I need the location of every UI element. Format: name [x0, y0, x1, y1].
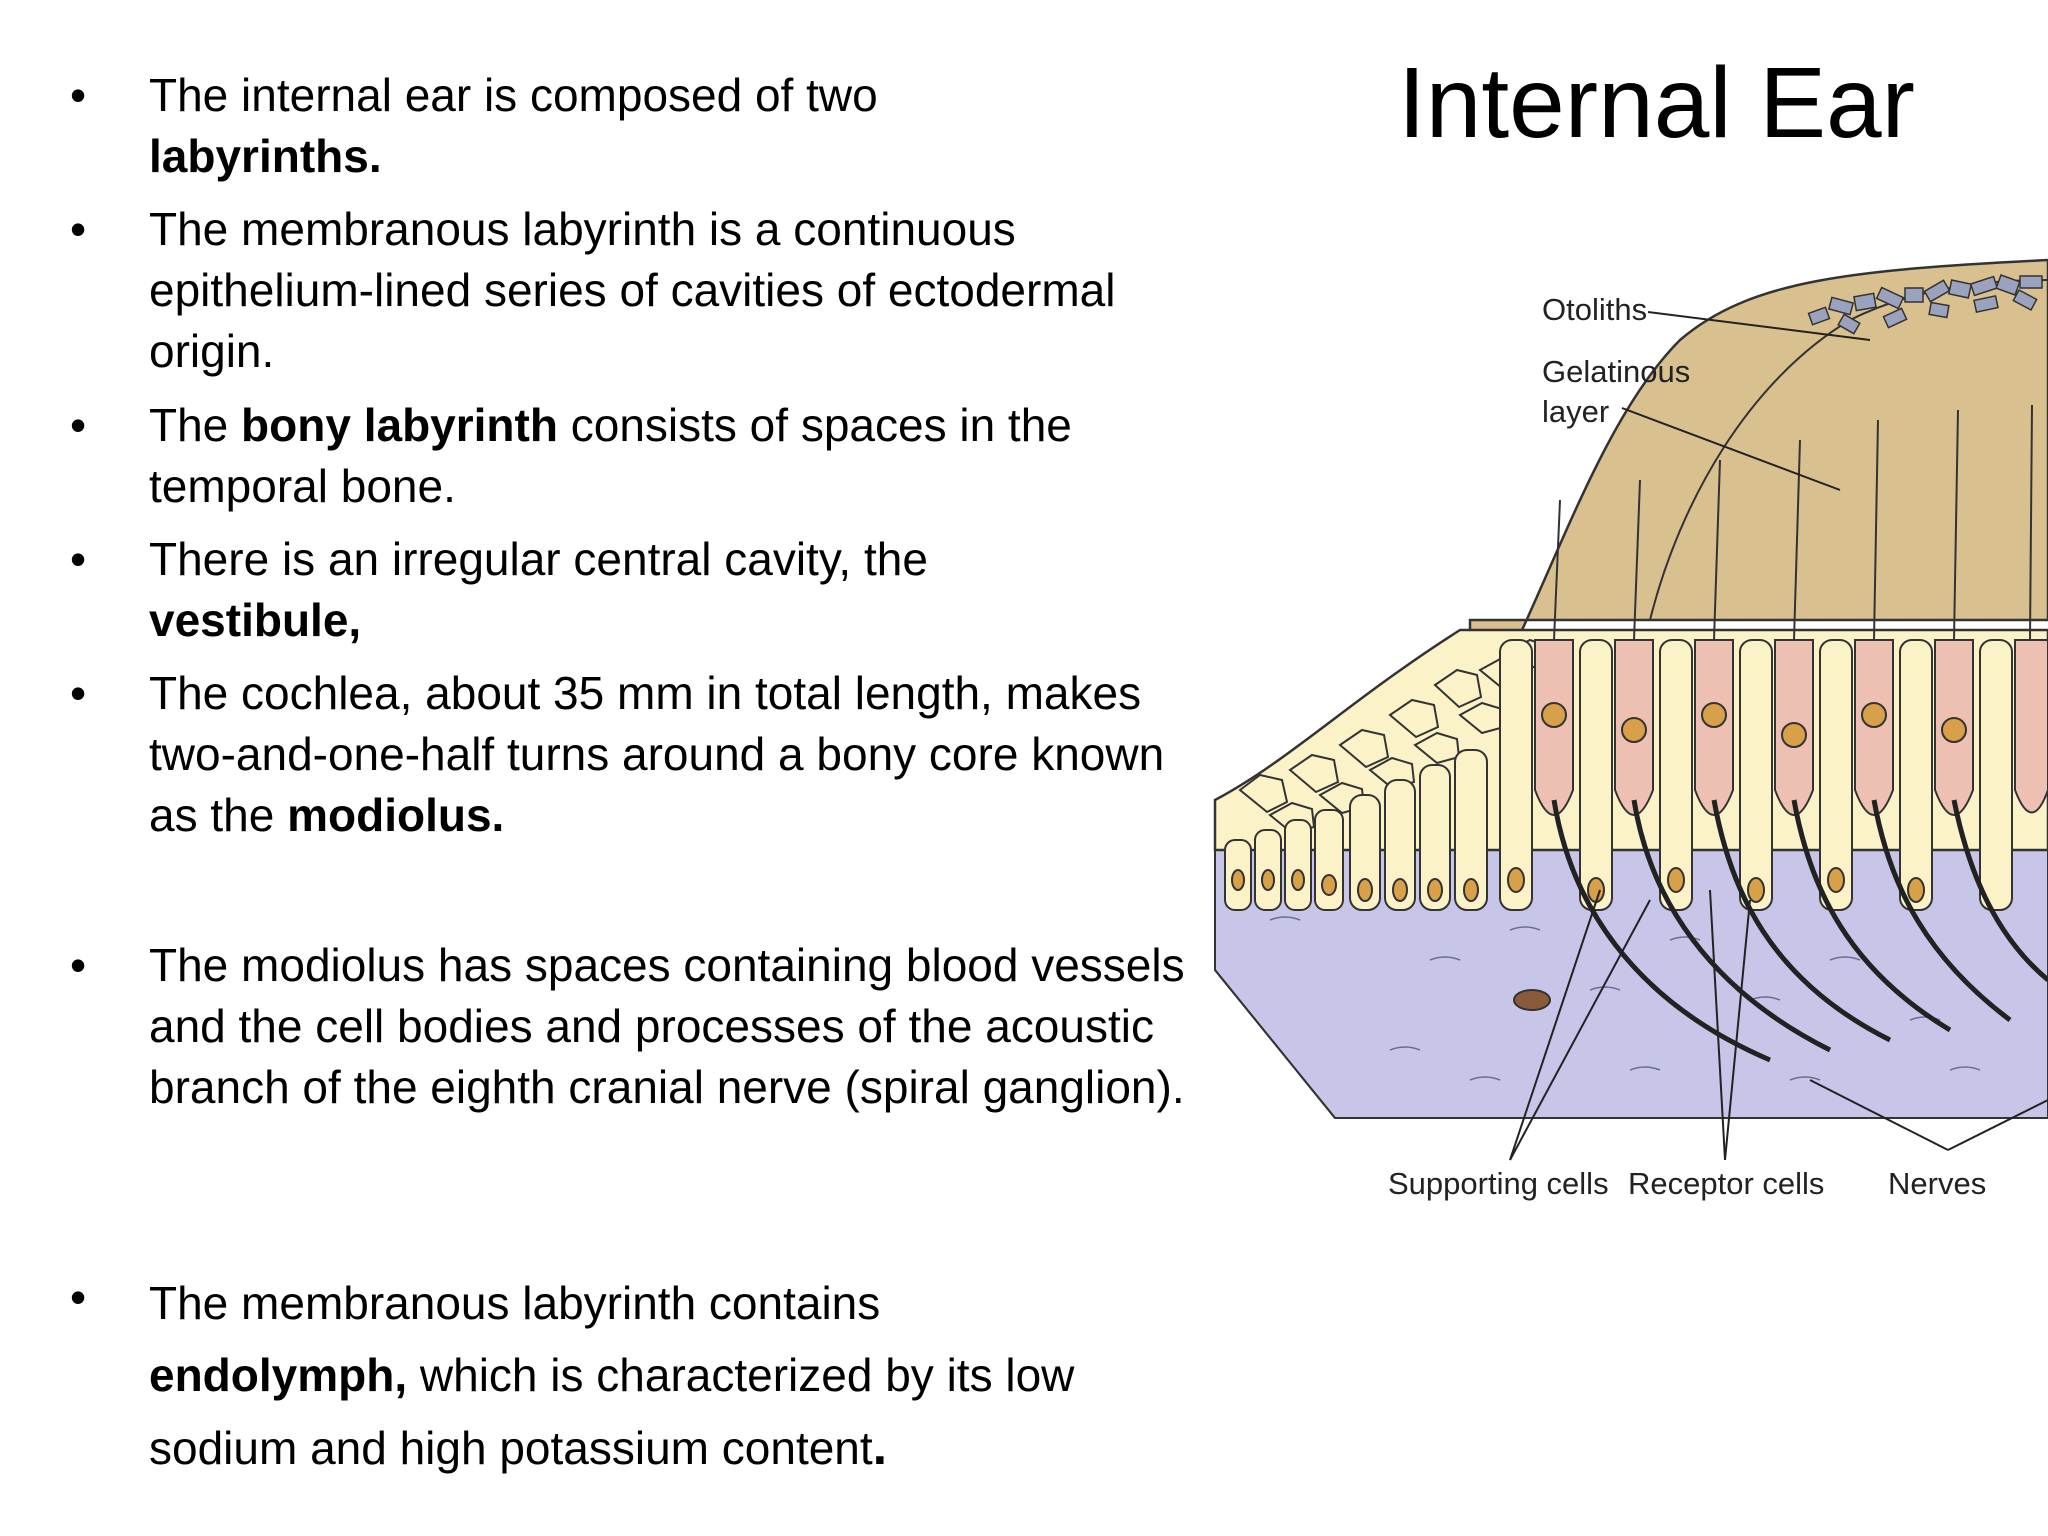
blood-vessel	[1513, 989, 1551, 1011]
label-receptor-cells: Receptor cells	[1628, 1166, 1824, 1201]
bullet-text: The membranous labyrinth is a continuous…	[149, 203, 1116, 377]
slide-title: Internal Ear	[1398, 47, 1915, 159]
bullet-text: The membranous labyrinth contains endoly…	[149, 1277, 1075, 1476]
bullet-list: • The internal ear is composed of two la…	[70, 69, 1185, 1476]
connective-tissue-texture	[1269, 896, 1981, 1081]
stereocilia	[1553, 404, 2033, 641]
sensory-epithelium-diagram: Otoliths Gelatinous layer Supporting cel…	[1210, 200, 2048, 1536]
bullet-text: There is an irregular central cavity, th…	[149, 533, 928, 646]
bullet-text: The internal ear is composed of two laby…	[149, 69, 878, 182]
bullet-text: The bony labyrinth consists of spaces in…	[149, 399, 1072, 512]
connective-tissue-edge	[1214, 840, 1336, 1119]
leader-lines	[1509, 311, 2048, 1161]
nerve-fibers	[1551, 799, 2048, 1063]
label-supporting-cells: Supporting cells	[1388, 1166, 1609, 1201]
otoliths	[1807, 274, 2043, 335]
label-gelatinous-layer-line2: layer	[1542, 394, 1609, 429]
bullet-text: The modiolus has spaces containing blood…	[149, 939, 1185, 1113]
bullet-text: The cochlea, about 35 mm in total length…	[149, 667, 1165, 841]
label-gelatinous-layer-line1: Gelatinous	[1542, 354, 1690, 389]
cell-nuclei	[1231, 702, 1967, 903]
label-nerves: Nerves	[1888, 1166, 1986, 1201]
label-otoliths: Otoliths	[1542, 292, 1647, 327]
gelatinous-layer	[1468, 258, 2048, 735]
